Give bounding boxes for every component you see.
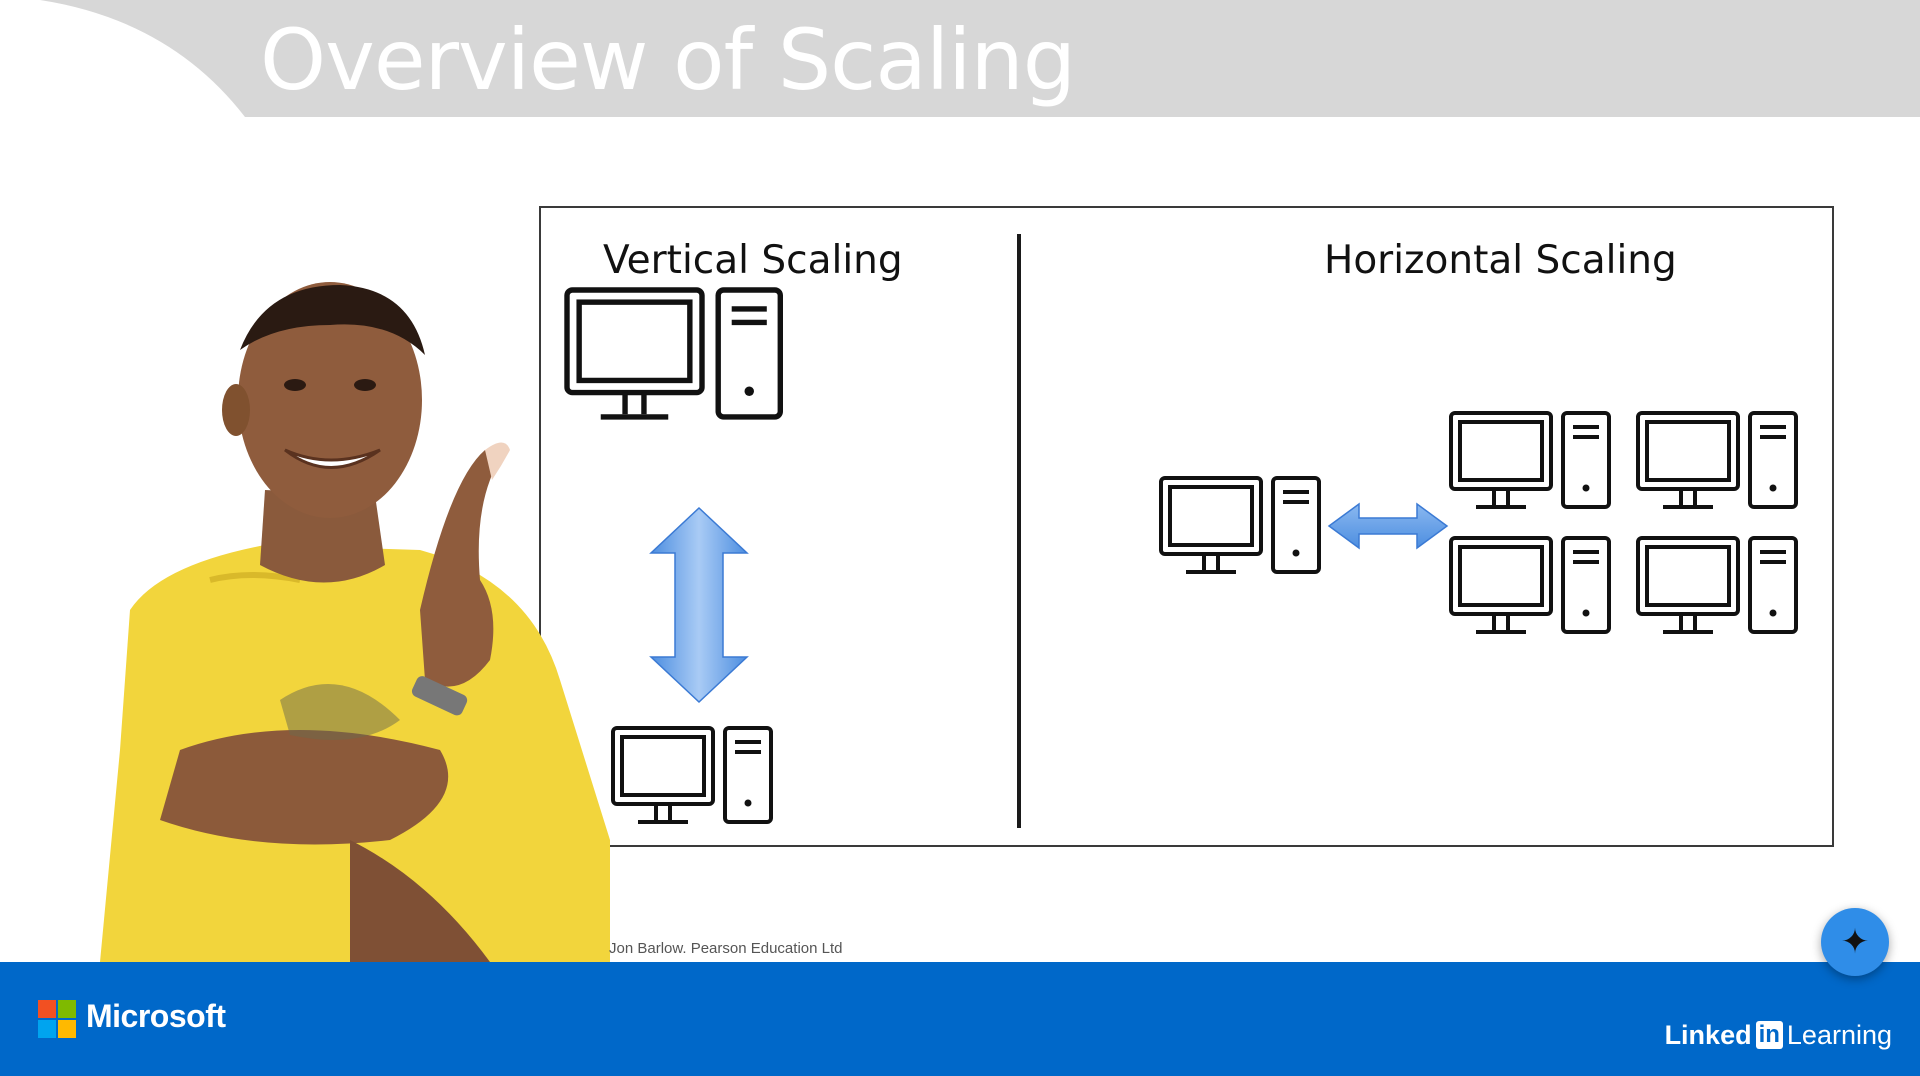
linkedin-in-badge: in bbox=[1755, 1021, 1783, 1049]
sparkle-icon: ✦ bbox=[1840, 923, 1870, 961]
microsoft-label: Microsoft bbox=[86, 998, 226, 1034]
section-divider bbox=[1017, 234, 1021, 828]
vertical-double-arrow bbox=[649, 506, 749, 704]
diagram-graphics bbox=[541, 208, 1798, 824]
microsoft-logo-icon bbox=[38, 1000, 76, 1038]
cluster-server-icon-2 bbox=[1636, 411, 1798, 509]
linkedin-learning-logo: Linked in Learning bbox=[1665, 1018, 1892, 1052]
single-server-icon bbox=[1159, 476, 1321, 574]
linkedin-learning-text: Learning bbox=[1786, 1019, 1892, 1050]
vertical-scaling-heading: Vertical Scaling bbox=[603, 238, 903, 283]
horizontal-double-arrow bbox=[1327, 502, 1449, 550]
scaling-diagram: Vertical Scaling Horizontal Scaling bbox=[539, 206, 1834, 847]
slide-title: Overview of Scaling bbox=[260, 11, 1076, 109]
cluster-server-icon-1 bbox=[1449, 411, 1611, 509]
title-band: Overview of Scaling bbox=[0, 0, 1920, 117]
small-server-icon bbox=[611, 726, 773, 824]
horizontal-scaling-heading: Horizontal Scaling bbox=[1324, 238, 1677, 283]
presenter-image bbox=[100, 282, 610, 962]
ai-assistant-button[interactable]: ✦ bbox=[1821, 908, 1889, 976]
footer-bar: Microsoft Linked in Learning bbox=[0, 962, 1920, 1076]
cluster-server-icon-3 bbox=[1449, 536, 1611, 634]
cluster-server-icon-4 bbox=[1636, 536, 1798, 634]
linkedin-linked-text: Linked bbox=[1664, 1019, 1752, 1050]
image-credit: Jon Barlow. Pearson Education Ltd bbox=[609, 940, 843, 957]
title-corner-shape bbox=[0, 0, 245, 117]
